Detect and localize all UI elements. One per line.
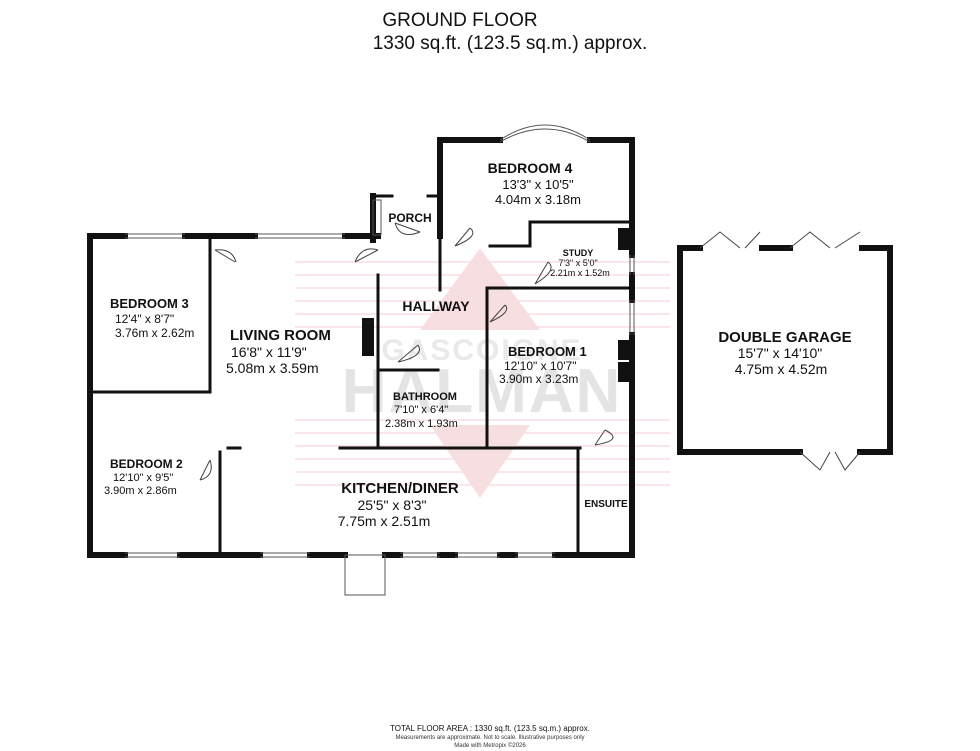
room-kitchen-diner: KITCHEN/DINER 25'5" x 8'3" 7.75m x 2.51m — [338, 480, 459, 529]
room-name: BEDROOM 3 — [110, 296, 189, 311]
watermark-line1: GASCOIGNE — [381, 334, 582, 367]
room-dim-metric: 3.90m x 2.86m — [104, 485, 177, 497]
room-dim-metric: 3.76m x 2.62m — [115, 326, 194, 340]
room-name: STUDY — [563, 248, 594, 258]
windows — [125, 124, 635, 596]
room-dim-imperial: 12'10" x 10'7" — [504, 359, 577, 373]
room-name: HALLWAY — [402, 298, 470, 314]
room-name: KITCHEN/DINER — [341, 480, 459, 497]
room-dim-imperial: 12'4" x 8'7" — [115, 312, 174, 326]
footer-disclaimer: Measurements are approximate. Not to sca… — [395, 735, 585, 741]
room-bedroom-4: BEDROOM 4 13'3" x 10'5" 4.04m x 3.18m — [488, 160, 581, 207]
room-dim-imperial: 15'7" x 14'10" — [738, 345, 823, 361]
room-hallway: HALLWAY — [402, 298, 470, 314]
room-dim-metric: 3.90m x 3.23m — [499, 372, 578, 386]
room-bedroom-2: BEDROOM 2 12'10" x 9'5" 3.90m x 2.86m — [104, 457, 183, 497]
room-dim-imperial: 16'8" x 11'9" — [231, 344, 307, 360]
room-dim-imperial: 7'10" x 6'4" — [394, 404, 448, 416]
room-bedroom-3: BEDROOM 3 12'4" x 8'7" 3.76m x 2.62m — [110, 296, 194, 340]
room-dim-metric: 7.75m x 2.51m — [338, 513, 431, 529]
room-dim-metric: 5.08m x 3.59m — [226, 360, 319, 376]
room-name: ENSUITE — [584, 499, 628, 510]
room-name: BATHROOM — [393, 391, 457, 403]
room-dim-imperial: 12'10" x 9'5" — [113, 472, 173, 484]
plan-title: GROUND FLOOR — [382, 10, 538, 31]
watermark-roof-icon — [420, 248, 540, 330]
room-dim-metric: 4.75m x 4.52m — [735, 361, 828, 377]
watermark-base-icon — [430, 425, 530, 498]
footer-total-area: TOTAL FLOOR AREA : 1330 sq.ft. (123.5 sq… — [390, 724, 590, 733]
room-name: BEDROOM 4 — [488, 160, 573, 176]
room-name: BEDROOM 2 — [110, 457, 183, 471]
room-bedroom-1: BEDROOM 1 12'10" x 10'7" 3.90m x 3.23m — [499, 344, 587, 386]
chimney-breasts — [362, 228, 632, 382]
watermark: GASCOIGNE HALMAN — [295, 248, 670, 498]
room-dim-metric: 2.21m x 1.52m — [550, 268, 610, 278]
doors — [199, 222, 861, 481]
room-ensuite: ENSUITE — [584, 499, 628, 510]
room-bathroom: BATHROOM 7'10" x 6'4" 2.38m x 1.93m — [385, 391, 458, 430]
watermark-line2: HALMAN — [342, 357, 623, 426]
room-living-room: LIVING ROOM 16'8" x 11'9" 5.08m x 3.59m — [226, 327, 331, 376]
room-dim-imperial: 7'3" x 5'0" — [558, 258, 597, 268]
room-dim-metric: 2.38m x 1.93m — [385, 418, 458, 430]
room-name: PORCH — [388, 211, 431, 225]
room-name: BEDROOM 1 — [508, 344, 587, 359]
room-porch: PORCH — [388, 211, 431, 225]
room-name: DOUBLE GARAGE — [718, 329, 851, 346]
room-dim-metric: 4.04m x 3.18m — [495, 192, 581, 207]
room-dim-imperial: 13'3" x 10'5" — [502, 177, 574, 192]
room-name: LIVING ROOM — [230, 327, 331, 344]
room-study: STUDY 7'3" x 5'0" 2.21m x 1.52m — [550, 248, 610, 278]
plan-area: 1330 sq.ft. (123.5 sq.m.) approx. — [372, 33, 648, 54]
footer-credit: Made with Metropix ©2026 — [454, 743, 526, 749]
room-double-garage: DOUBLE GARAGE 15'7" x 14'10" 4.75m x 4.5… — [718, 329, 851, 377]
room-dim-imperial: 25'5" x 8'3" — [358, 497, 427, 513]
